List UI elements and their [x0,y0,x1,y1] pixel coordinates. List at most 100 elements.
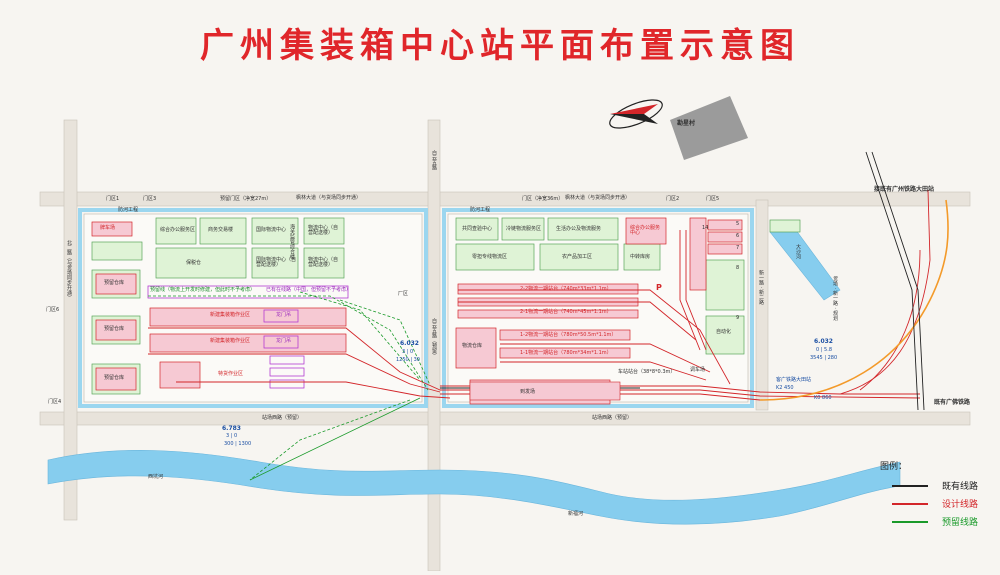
yard-center-label: 到发场 [520,389,536,395]
info-center-label: 国际物流中心 [256,227,287,233]
note-small2-label: 已有在线路（中国，但预留不予考虑） [266,287,352,293]
canal-east-label: 防河工程 [470,207,491,213]
yard-station-label: 车站站台（38*8*0.3m） [618,369,676,375]
legend-swatch-reserved [892,521,928,523]
note-small-label: 预留线（物流上开发时修建，但此时不予考虑） [150,287,256,293]
reserved-line-south [249,397,421,481]
parking-label: 牌车场 [100,225,116,231]
intl-logistics-label: 国际物流中心（自营配送楼） [256,257,297,268]
road-south-left-label: 站场西路（预留） [262,415,303,421]
platform-2-2-label: 2-2物流一期站台（740m*33m*1.1m） [520,286,612,292]
freight-storage-label: 物流仓库 [462,343,483,349]
gantry2-label: 龙门吊 [276,338,292,344]
chain-c2: 3 | 0 [226,433,238,439]
bldg-14: 14 [702,225,709,231]
p-label: P [656,283,662,292]
yard-new1-label: 新建集装箱作业区 [210,312,251,318]
canal-east [442,208,754,408]
chainage-d: 客广铁路大田站 [776,377,812,383]
gantry-outlines [147,285,349,389]
village-block [670,96,748,160]
bldg-5: 5 [736,221,740,227]
road-south-right-label: 站场西路（预留） [592,415,633,421]
dispatch-label: 物流中心（自营配送楼） [308,225,339,236]
life-service-label: 生活办公及物流服务 [556,226,602,232]
connection-curve [759,199,949,401]
chain-c: 6.783 [222,425,241,432]
chain-b3: 3545 | 280 [810,355,838,361]
map-legend: 图例： 既有线路 设计线路 预留线路 [872,459,984,531]
joint-inspection-label: 共同查验中心 [462,226,493,232]
gate2-label: 门区2 [666,196,680,202]
chain-a: 6.032 [400,340,419,347]
gantry1-label: 龙门吊 [276,312,292,318]
logistics-park-label: 中转库房 [630,254,651,260]
bldg-7: 7 [736,245,740,251]
road-vertical-south-label: 白云五路（预留） [431,318,437,358]
legend-swatch-existing [892,485,928,487]
gate-main2-label: 门区（净宽36m） [522,196,564,202]
logistics-center-label: 物流中心（自营配送楼） [308,257,339,268]
bldg-8: 8 [736,265,740,271]
cold-storage-label: 零担专线物流区 [472,254,508,260]
external-station-label: 接既有广州铁路大田站 [874,186,935,193]
gate6-label: 门区6 [46,307,60,313]
factory-label: 厂区 [398,291,409,297]
container-pile-3-label: 预留仓库 [104,375,125,381]
chain-c3: 300 | 1300 [224,441,252,447]
reserved-tracks [148,291,431,481]
container-pile-1-label: 预留仓库 [104,280,125,286]
road-network [39,119,971,572]
platform-1-2-label: 1-2物流一期站台（780m*50.5m*1.1m） [520,332,617,338]
river-right-label: 新福河 [568,511,584,517]
chain-b: 6.032 [814,338,833,345]
office-area-label: 综合办公服务区 [160,227,196,233]
trackyard-label: 调车场 [690,367,706,373]
north-arrow-icon [609,99,663,129]
chain-a2: 3 | 0 [402,349,414,355]
platform-2-1-label: 2-1物流一期站台（740m*45m*1.1m） [520,309,612,315]
chain-b2: 0 | 5.8 [816,347,832,353]
legend-item-existing: 既有线路 [892,479,984,493]
bldg-6: 6 [736,233,740,239]
legend-label-design: 设计线路 [942,500,979,510]
canal-west [78,208,428,408]
gate3-label: 门区3 [143,196,157,202]
river-south [47,450,901,525]
legend-title: 图例： [880,462,908,472]
container-pile-2-label: 预留仓库 [104,326,125,332]
road-right-label: 新一路 · 新二路 [758,270,764,305]
river-north-label: 大沙河 [795,244,801,259]
road-right-b-label: 货场 · 新一路 · 规划 [832,276,838,321]
legend-swatch-design [892,503,928,505]
chainage-f: K0 860 [814,395,832,401]
gate-main-label: 预留门区（净宽27m） [220,196,272,202]
legend-item-reserved: 预留线路 [892,515,984,529]
road-vertical-label: 白云五路 [431,150,437,170]
platform-1-1-label: 1-1物流一期站台（780m*34m*1.1m） [520,350,612,356]
agri-products-label: 农产品加工区 [562,254,593,260]
customs-label: 海关监管综合楼 [289,224,295,259]
road-north-left-label: 枫林大道（与货场同步开通） [296,195,362,201]
yard-new2-label: 新建集装箱作业区 [210,338,251,344]
warehouse-label: 保税仓 [186,260,202,266]
road-north-right-label: 枫林大道（与货场同步开通） [565,195,631,201]
river-left-label: 西坑河 [148,474,164,480]
legend-label-existing: 既有线路 [942,482,979,492]
legend-item-design: 设计线路 [892,497,984,511]
chain-a3: 1250 | 30 [396,357,420,363]
legend-label-reserved: 预留线路 [942,518,979,528]
gate4-label: 门区4 [48,399,62,405]
chainage-e: K2 450 [776,385,794,391]
yard-platform [469,381,621,401]
existing-railway-label: 既有广佛铁路 [934,399,971,406]
comprehensive-label: 综合办公服务中心 [630,225,661,236]
road-left-label: 北二路（与货场同步开通） [66,240,72,300]
gate1-label: 门区1 [106,196,120,202]
business-label: 商务交易楼 [208,227,234,233]
special-cargo-label: 特货作业区 [218,371,244,377]
auto-area-label: 自动化 [716,329,732,335]
canal-west-label: 防河工程 [118,207,139,213]
